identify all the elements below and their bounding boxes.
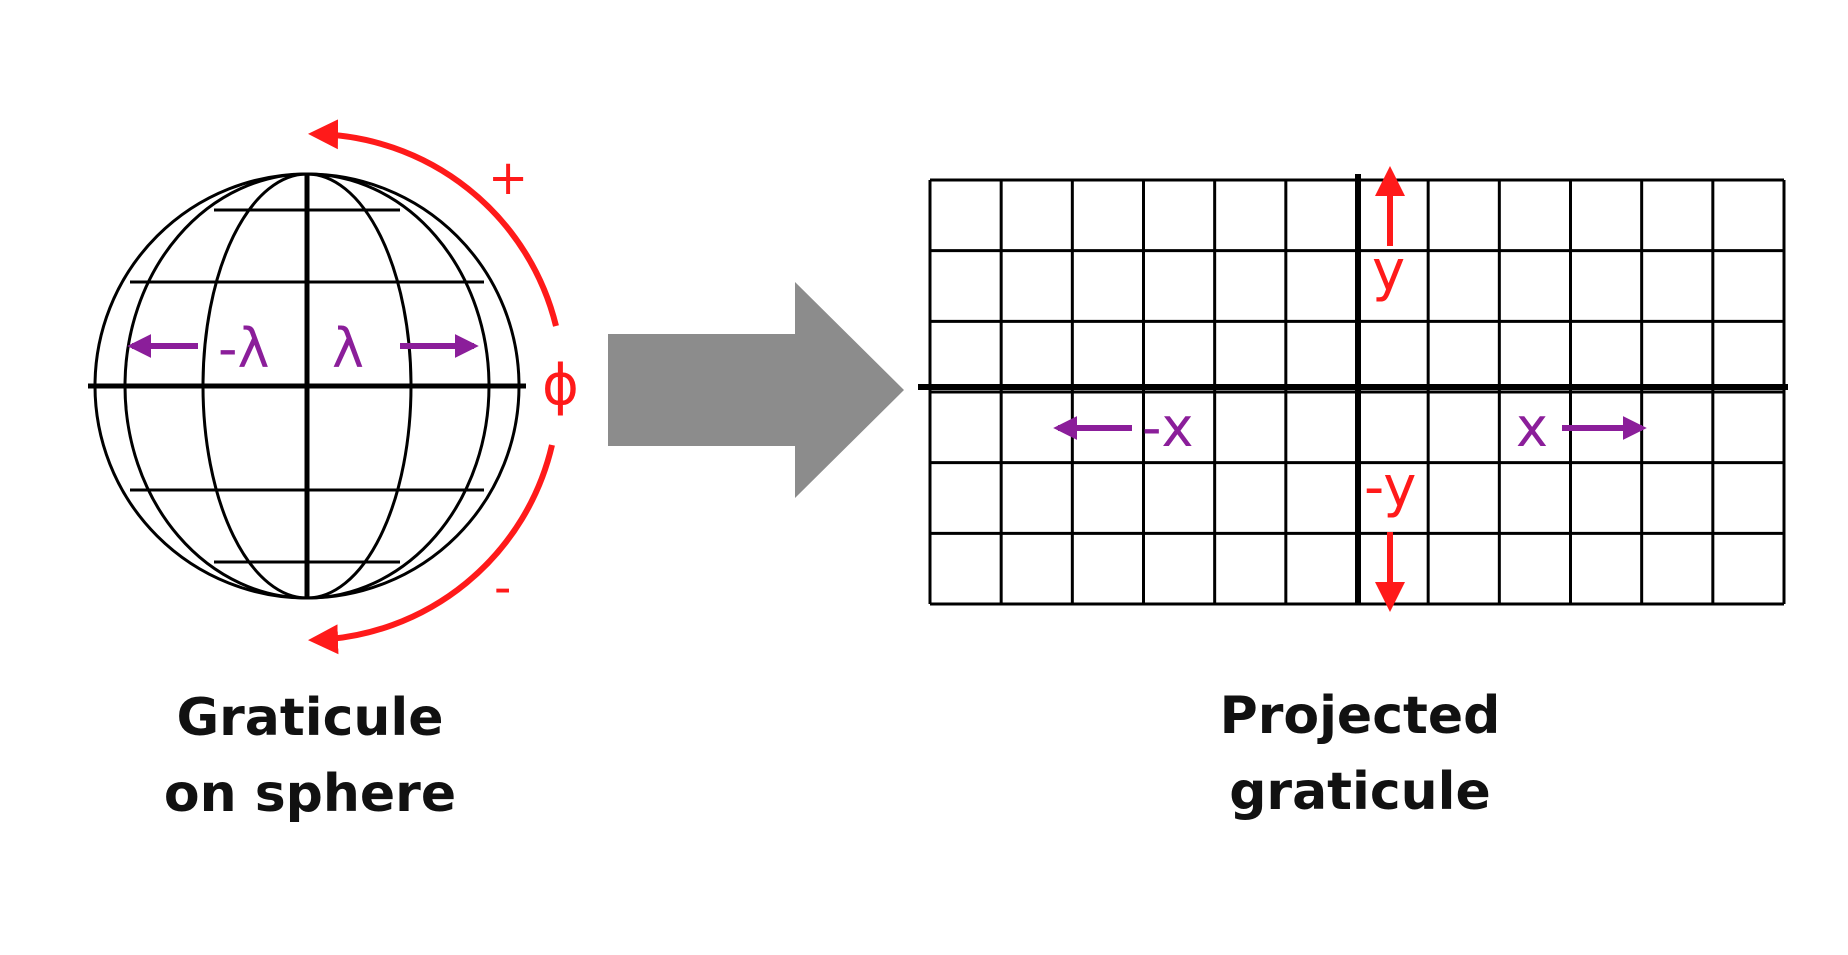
sphere-graticule xyxy=(88,172,526,600)
x-indicators: -x x xyxy=(1053,396,1647,459)
sphere-caption-line2: on sphere xyxy=(163,764,457,824)
positive-latitude-arc xyxy=(308,119,559,327)
x-label: x xyxy=(1516,396,1548,459)
right-block-arrow-icon xyxy=(608,282,904,498)
longitude-indicators: -λ λ xyxy=(127,317,479,380)
neg-lambda-label: -λ xyxy=(218,317,269,380)
projected-caption: Projected graticule xyxy=(1160,678,1560,830)
projected-axes xyxy=(918,174,1788,604)
plus-label: + xyxy=(488,150,528,206)
y-indicators: y -y xyxy=(1364,166,1416,612)
sphere-caption-line1: Graticule xyxy=(176,688,444,748)
neg-y-label: -y xyxy=(1364,455,1416,520)
projected-caption-line2: graticule xyxy=(1229,762,1491,822)
minus-label: - xyxy=(494,560,511,616)
negative-latitude-arc xyxy=(308,444,555,655)
sphere-caption: Graticule on sphere xyxy=(130,680,490,832)
lambda-label: λ xyxy=(332,317,364,380)
y-label: y xyxy=(1372,239,1405,304)
projected-caption-line1: Projected xyxy=(1219,686,1501,746)
latitude-indicators: + ϕ - xyxy=(308,119,579,655)
phi-label: ϕ xyxy=(542,353,579,418)
neg-x-label: -x xyxy=(1142,396,1193,459)
